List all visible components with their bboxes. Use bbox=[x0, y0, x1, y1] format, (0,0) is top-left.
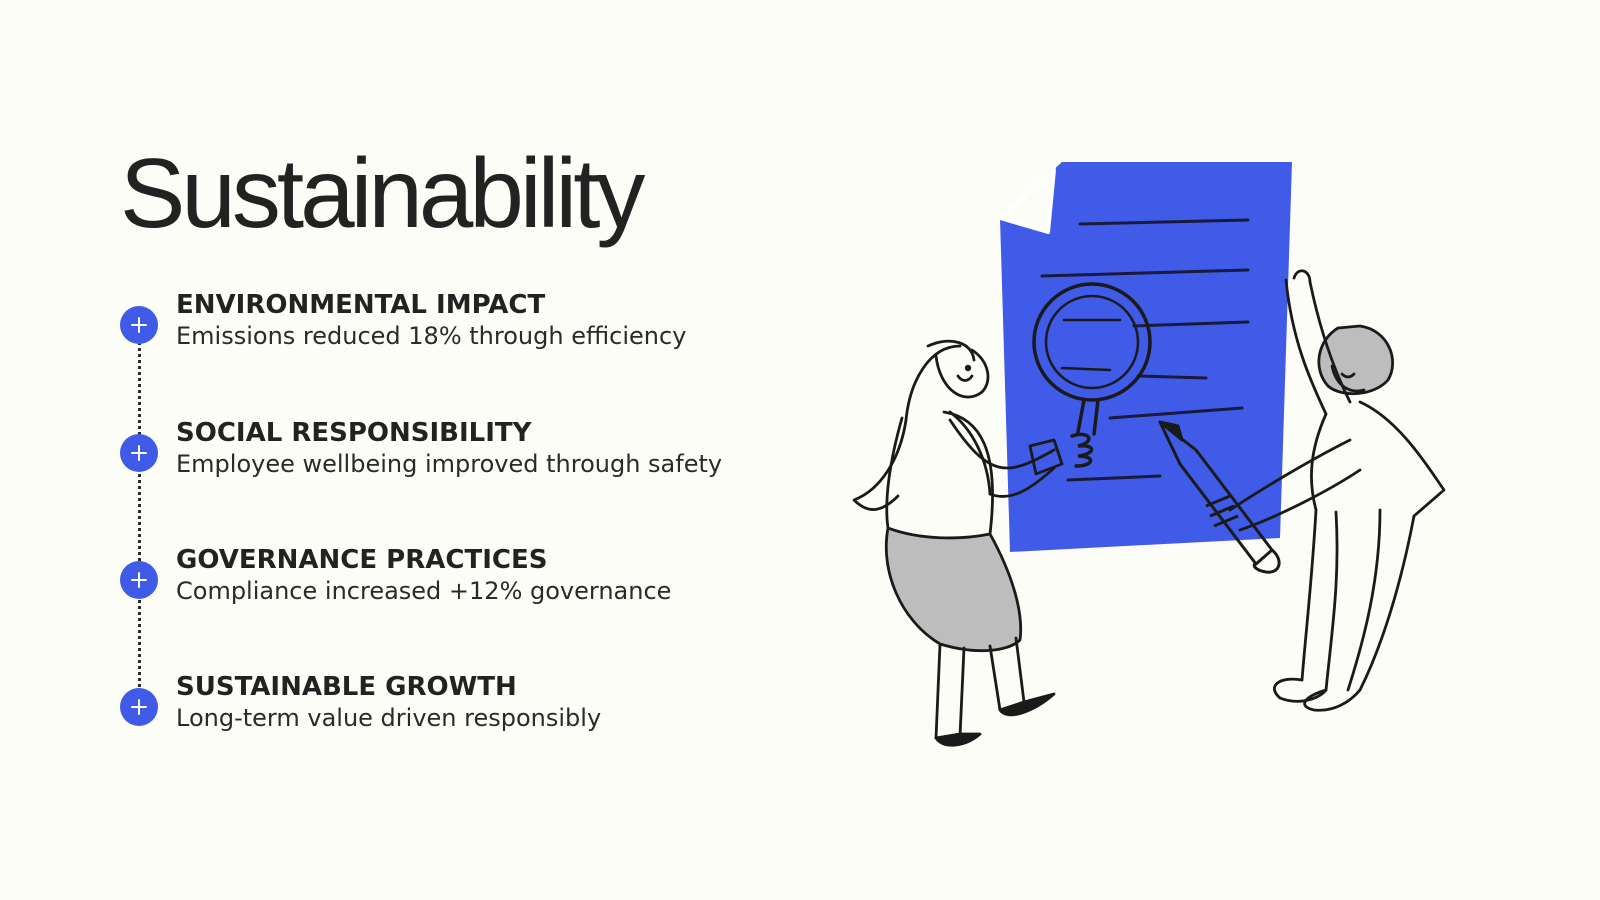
magnifier-icon bbox=[1032, 282, 1152, 468]
plus-icon bbox=[120, 306, 158, 344]
item-heading: SUSTAINABLE GROWTH bbox=[176, 672, 517, 702]
item-description: Long-term value driven responsibly bbox=[176, 704, 602, 732]
plus-icon bbox=[120, 434, 158, 472]
document-icon bbox=[996, 162, 1292, 552]
plus-icon bbox=[120, 561, 158, 599]
plus-icon bbox=[120, 688, 158, 726]
item-description: Compliance increased +12% governance bbox=[176, 577, 672, 605]
item-heading: ENVIRONMENTAL IMPACT bbox=[176, 290, 546, 320]
slide-title: Sustainability bbox=[120, 138, 645, 248]
item-description: Emissions reduced 18% through efficiency bbox=[176, 322, 687, 350]
item-heading: GOVERNANCE PRACTICES bbox=[176, 545, 548, 575]
timeline-dotted-line bbox=[138, 330, 141, 705]
person-right bbox=[1228, 269, 1446, 712]
item-heading: SOCIAL RESPONSIBILITY bbox=[176, 418, 532, 448]
pencil-icon bbox=[1158, 420, 1281, 574]
item-description: Employee wellbeing improved through safe… bbox=[176, 450, 723, 478]
document-review-illustration bbox=[852, 162, 1446, 747]
person-left bbox=[852, 339, 1064, 747]
